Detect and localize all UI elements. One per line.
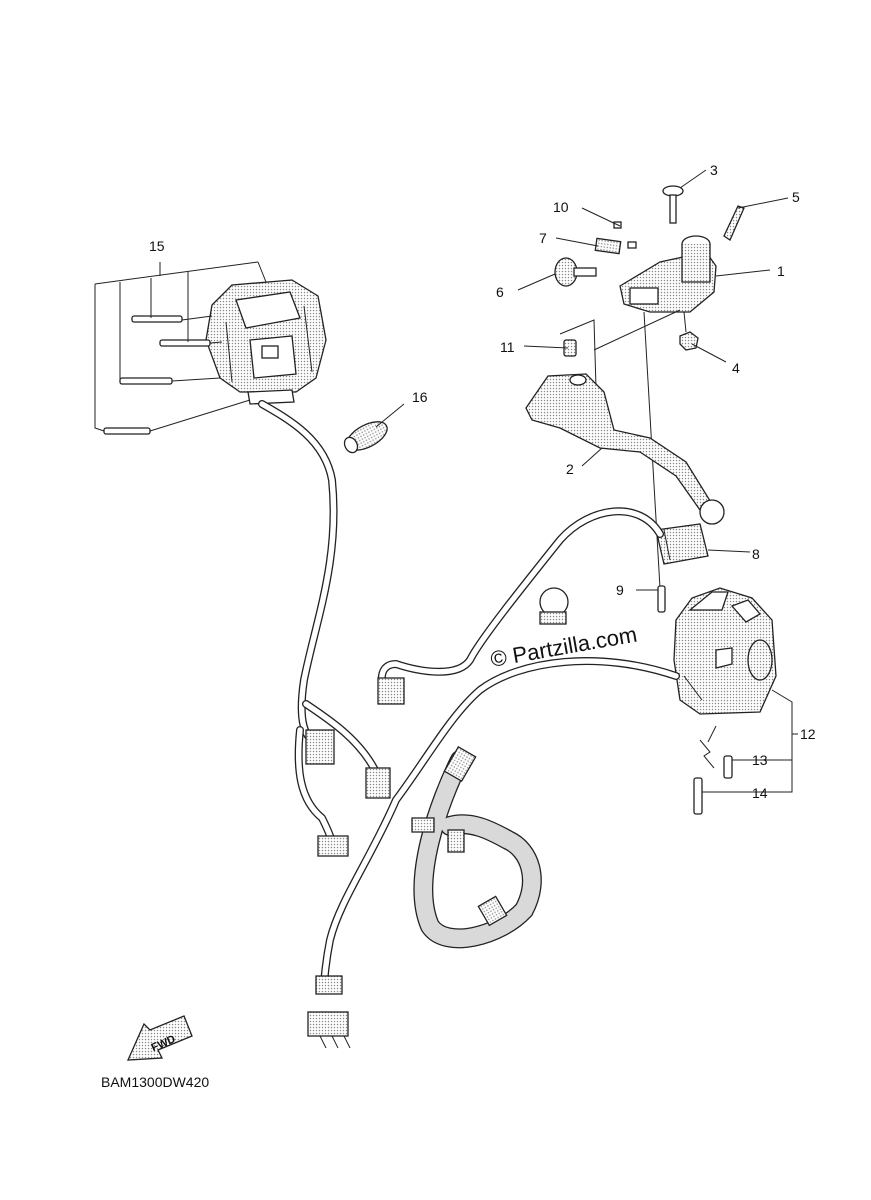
cable-clamp: [539, 587, 569, 625]
callout-2: 2: [566, 461, 574, 477]
callout-8: 8: [752, 546, 760, 562]
right-switch-harness: [307, 657, 680, 1049]
leader-lines: [375, 169, 798, 793]
callout-9: 9: [616, 582, 624, 598]
left-handlebar-switch: [205, 279, 327, 405]
callout-5: 5: [792, 189, 800, 205]
part-5-pin: [723, 205, 745, 241]
part-9-screw: [657, 585, 666, 613]
callout-16: 16: [412, 389, 428, 405]
callout-15-bracket: [94, 261, 267, 432]
part-7-switch: [594, 237, 622, 255]
callout-13: 13: [752, 752, 768, 768]
left-switch-harness: [258, 400, 391, 857]
part-2-lever: [525, 373, 725, 525]
right-handlebar-switch: [673, 587, 777, 715]
part-4-nut: [679, 331, 699, 351]
part-3-bolt: [662, 185, 684, 224]
part-14-screw: [693, 777, 703, 815]
part-13-screw: [723, 755, 733, 779]
callout-15: 15: [149, 238, 165, 254]
callout-14: 14: [752, 785, 768, 801]
callout-11: 11: [500, 339, 515, 355]
callout-6: 6: [496, 284, 504, 300]
lever-holder-assembly: [619, 235, 717, 313]
callout-12: 12: [800, 726, 816, 742]
callout-10: 10: [553, 199, 569, 215]
fwd-arrow-icon: FWD: [126, 1015, 193, 1061]
callout-labels: 1 2 3 4 5 6 7 8 9 10 11 12 13 14 15 16: [149, 162, 816, 801]
callout-1: 1: [777, 263, 785, 279]
part-8-switch: [377, 507, 709, 705]
callout-7: 7: [539, 230, 547, 246]
diagram-code: BAM1300DW420: [101, 1074, 209, 1090]
part-6-adjuster: [554, 257, 597, 287]
part-7-screw: [627, 241, 637, 249]
callout-4: 4: [732, 360, 740, 376]
callout-3: 3: [710, 162, 718, 178]
part-16-clip: [343, 421, 388, 454]
